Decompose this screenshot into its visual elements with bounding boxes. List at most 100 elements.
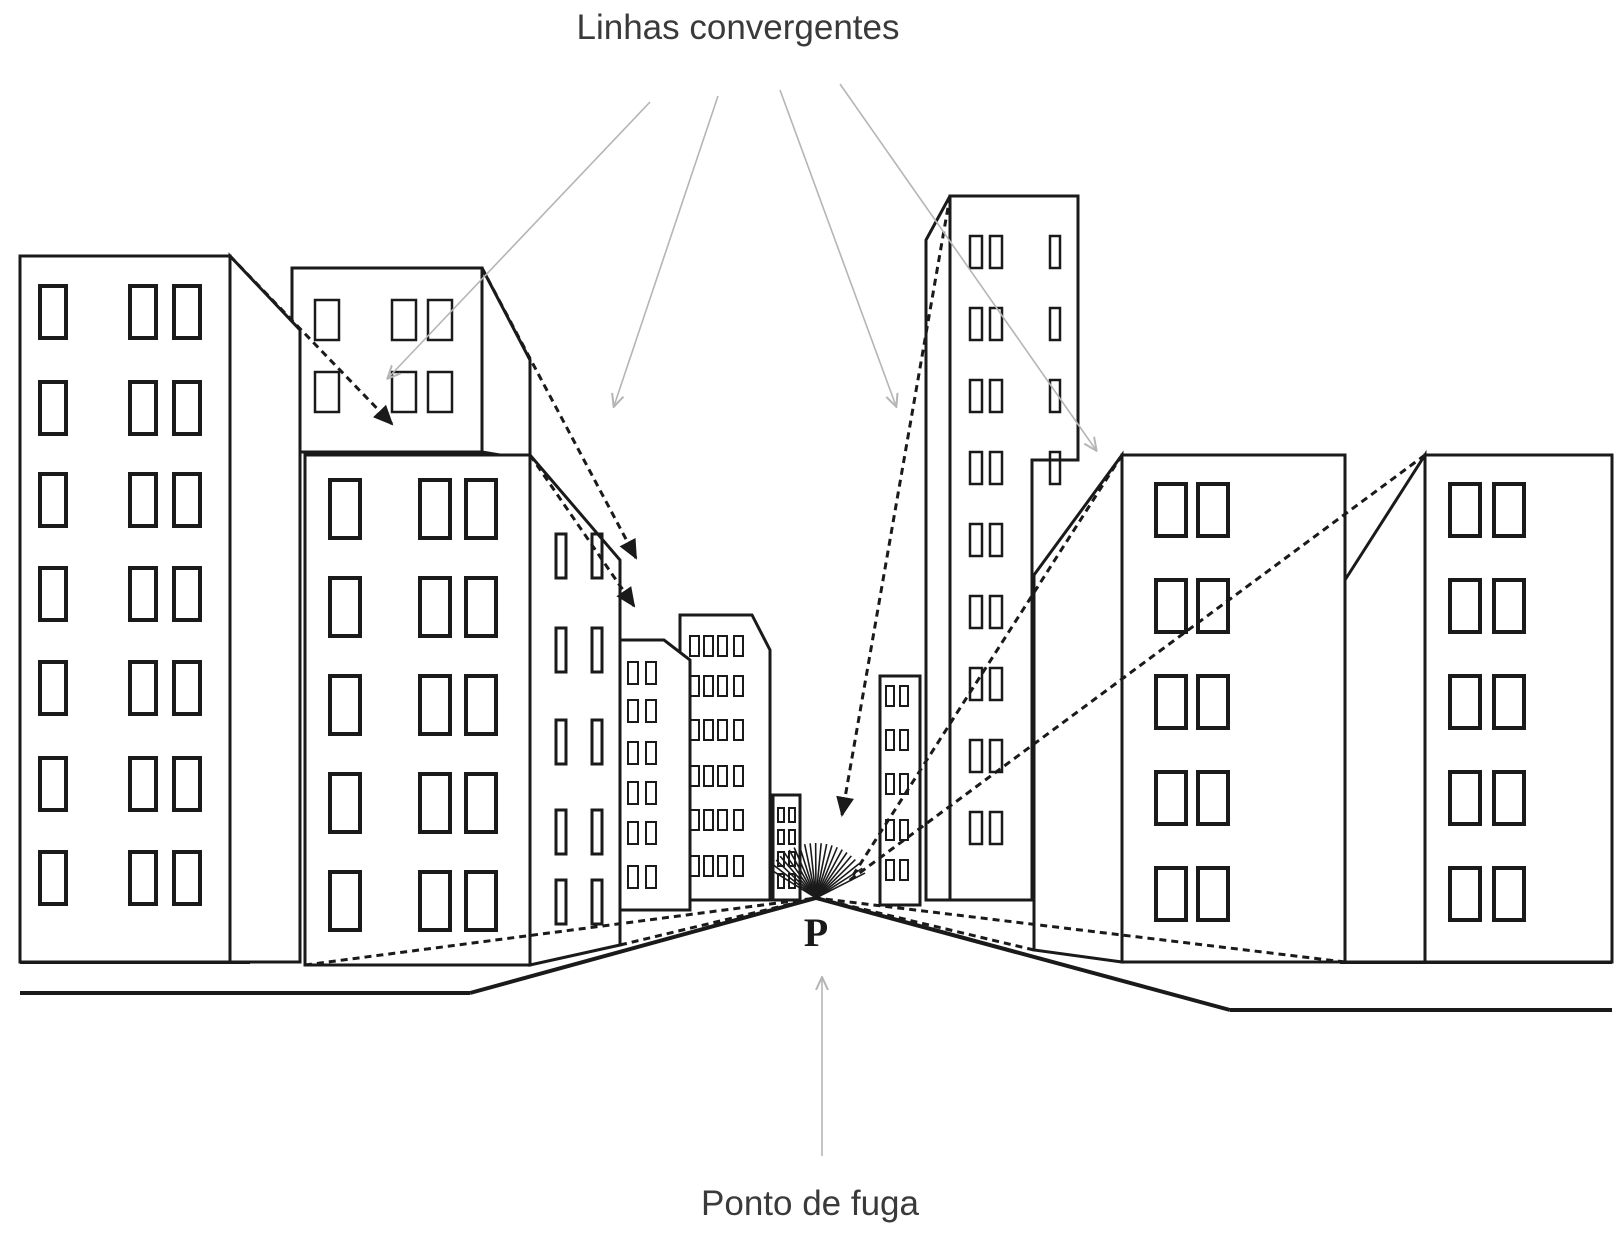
window — [1048, 450, 1062, 486]
window — [554, 626, 568, 674]
convergence-hatch — [815, 859, 856, 899]
window — [717, 635, 728, 657]
window — [1154, 770, 1188, 826]
window — [899, 773, 909, 795]
window — [128, 660, 158, 716]
window — [885, 859, 895, 881]
window — [590, 718, 604, 766]
window — [645, 699, 657, 723]
convergence-hatch — [803, 844, 817, 899]
window — [426, 370, 454, 414]
window — [390, 370, 418, 414]
window — [1154, 866, 1188, 922]
window — [172, 380, 202, 436]
window — [128, 756, 158, 812]
window — [128, 472, 158, 528]
window — [38, 850, 68, 906]
window — [627, 741, 639, 765]
callout-arrow — [614, 95, 719, 406]
window — [1448, 866, 1482, 922]
window — [733, 635, 744, 657]
window — [777, 807, 785, 823]
window — [172, 850, 202, 906]
window — [885, 773, 895, 795]
window — [733, 809, 744, 831]
window — [703, 765, 714, 787]
window — [464, 576, 498, 638]
callout-arrow — [779, 89, 896, 406]
convergence-hatch — [772, 863, 817, 899]
window — [968, 306, 984, 342]
window — [418, 870, 452, 932]
window — [38, 472, 68, 528]
window — [703, 635, 714, 657]
converging-lines-label: Linhas convergentes — [576, 8, 900, 47]
window — [1196, 866, 1230, 922]
window — [328, 870, 362, 932]
window — [627, 699, 639, 723]
window — [313, 370, 341, 414]
window — [1048, 378, 1062, 414]
converging-guide-line — [528, 454, 636, 608]
window — [38, 756, 68, 812]
convergence-hatch — [815, 867, 863, 899]
window — [554, 718, 568, 766]
converging-guide-line — [619, 896, 817, 947]
window — [172, 284, 202, 340]
building-right-tower-side — [924, 195, 952, 902]
window — [788, 829, 796, 845]
convergence-hatch — [809, 843, 817, 899]
window — [590, 878, 604, 926]
convergence-hatch — [815, 846, 838, 899]
window — [554, 878, 568, 926]
window — [172, 660, 202, 716]
window — [554, 532, 568, 580]
convergence-hatch — [815, 852, 848, 899]
window — [418, 576, 452, 638]
window — [885, 685, 895, 707]
window — [172, 756, 202, 812]
window — [899, 685, 909, 707]
window — [988, 594, 1004, 630]
window — [627, 821, 639, 845]
building-right-front-side — [1343, 449, 1427, 964]
window — [777, 873, 785, 889]
window — [1196, 674, 1230, 730]
convergence-hatch — [815, 872, 866, 899]
window — [172, 472, 202, 528]
vanishing-point-letter: P — [804, 910, 828, 955]
converging-guide-line — [304, 896, 817, 967]
window — [703, 675, 714, 697]
window — [988, 666, 1004, 702]
window — [703, 809, 714, 831]
window — [968, 234, 984, 270]
window — [1448, 770, 1482, 826]
window — [1448, 674, 1482, 730]
window — [328, 576, 362, 638]
window — [328, 478, 362, 540]
window — [464, 478, 498, 540]
window — [645, 821, 657, 845]
window — [627, 781, 639, 805]
converging-guide-line — [480, 267, 638, 560]
window — [418, 772, 452, 834]
convergence-hatch — [815, 843, 828, 899]
window — [733, 765, 744, 787]
window — [968, 522, 984, 558]
window — [1196, 770, 1230, 826]
window — [733, 719, 744, 741]
window — [1048, 306, 1062, 342]
window — [590, 532, 604, 580]
window — [464, 674, 498, 736]
convergence-hatch — [775, 859, 817, 899]
window — [988, 450, 1004, 486]
callout-arrow — [388, 101, 651, 378]
window — [988, 522, 1004, 558]
convergence-hatch — [788, 849, 817, 899]
window — [590, 626, 604, 674]
building-right-mid-side — [1032, 450, 1124, 964]
window — [418, 478, 452, 540]
window — [1154, 578, 1188, 634]
